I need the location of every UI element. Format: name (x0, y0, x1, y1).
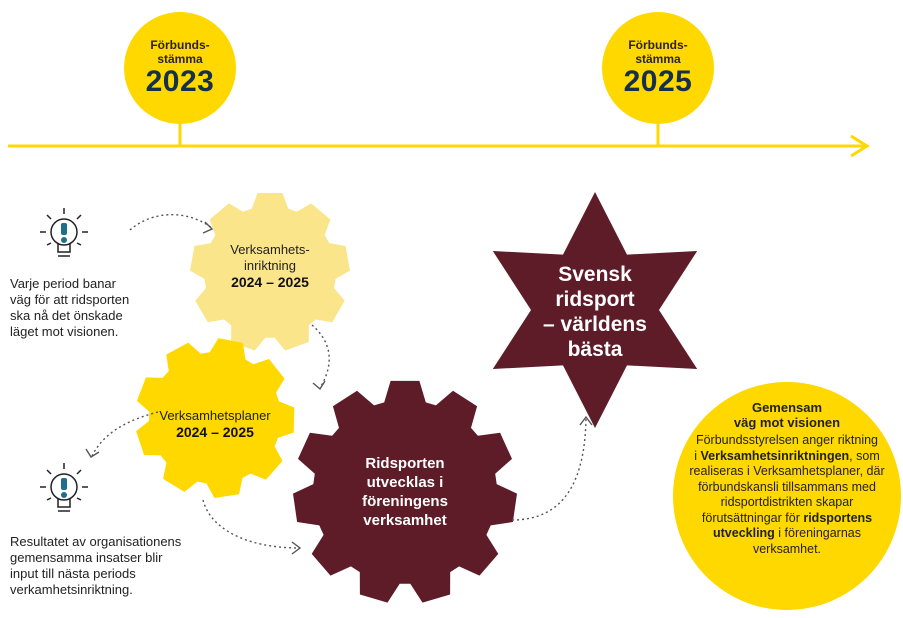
vision-line: förutsättningar för ridsportens (672, 511, 902, 527)
vision-circle (673, 382, 901, 610)
gear-label-line2: inriktning (243, 258, 297, 273)
lightbulb-icon (40, 463, 88, 512)
vision-bold: ridsportens (803, 510, 873, 525)
gear-verksamhetsinriktning (190, 193, 350, 351)
star-line: – världens (543, 313, 647, 336)
milestone-label-line1: Förbunds- (628, 38, 688, 52)
milestone-circle-2023 (124, 12, 236, 124)
vision-star (492, 192, 698, 428)
note-line: gemensamma insatser blir (10, 550, 163, 565)
arrowhead-3 (85, 448, 100, 458)
gear-verksamhetsplaner (136, 338, 295, 498)
star-line: Svensk (558, 263, 632, 286)
gear-ridsporten-text: Ridsporten utvecklas i föreningens verks… (335, 454, 475, 530)
vision-line: verksamhet. (752, 541, 822, 556)
gear-line: Ridsporten (365, 455, 445, 472)
star-line: ridsport (555, 288, 635, 311)
star-text: Svensk ridsport – världens bästa (520, 262, 670, 362)
vision-span: i föreningarnas (774, 526, 861, 540)
vision-bold: Verksamhetsinriktningen (700, 448, 850, 463)
vision-bold: utveckling (713, 526, 775, 540)
milestone-label-line2: stämma (157, 52, 203, 66)
note-line: verkamhetsinriktning. (10, 582, 133, 597)
milestone-year: 2023 (145, 65, 215, 98)
milestone-label-line1: Förbunds- (150, 38, 210, 52)
vision-line: i Verksamhetsinriktningen, som (672, 449, 902, 465)
gear-line: föreningens (362, 493, 448, 510)
arrow-note-to-inriktning (129, 214, 213, 231)
note-line: Varje period banar (10, 276, 116, 291)
note-top: Varje period banar väg för att ridsporte… (10, 276, 180, 340)
arrow-ridsporten-to-star (511, 417, 587, 521)
note-line: väg för att ridsporten (10, 292, 130, 307)
vision-text: Gemensam väg mot visionen Förbundsstyrel… (672, 400, 902, 557)
gear-period: 2024 – 2025 (231, 274, 309, 290)
arrowhead-5 (579, 415, 593, 426)
lightbulb-icon (40, 208, 88, 257)
vision-span: , som (849, 448, 880, 463)
gear-period: 2024 – 2025 (176, 424, 254, 440)
arrowhead-1 (202, 221, 214, 234)
note-line: input till nästa periods (10, 566, 136, 581)
gear-ridsporten (293, 380, 517, 603)
milestone-2025: Förbunds- stämma 2025 (608, 38, 708, 98)
vision-title-line2: väg mot visionen (733, 415, 841, 430)
gear-line: utvecklas i (366, 474, 444, 491)
vision-line: Förbundsstyrelsen anger riktning (695, 433, 879, 447)
gear-inriktning-text: Verksamhets- inriktning 2024 – 2025 (200, 242, 340, 291)
star-line: bästa (567, 338, 623, 361)
milestone-2023: Förbunds- stämma 2023 (130, 38, 230, 98)
note-line: Resultatet av organisationens (10, 534, 182, 549)
milestone-year: 2025 (623, 65, 693, 98)
arrow-inriktning-to-planer (311, 324, 330, 389)
note-line: läget mot visionen. (10, 324, 119, 339)
vision-span: i (694, 448, 701, 463)
arrowhead-2 (312, 380, 326, 391)
gear-line: verksamhet (363, 512, 447, 529)
vision-line: förbundskansli tillsammans med (698, 479, 876, 494)
arrow-planer-to-ridsporten (202, 499, 301, 549)
note-bottom: Resultatet av organisationens gemensamma… (10, 534, 210, 598)
note-line: ska nå det önskade (10, 308, 123, 323)
vision-line: realiseras i Verksamhetsplaner, där (689, 464, 885, 478)
vision-line: utveckling i föreningarnas (672, 526, 902, 542)
gear-label-line1: Verksamhets- (230, 242, 310, 257)
milestone-circle-2025 (602, 12, 714, 124)
gear-label-line1: Verksamhetsplaner (159, 408, 271, 423)
vision-line: ridsportdistrikten skapar (720, 495, 854, 509)
milestone-label-line2: stämma (635, 52, 681, 66)
vision-span: förutsättningar för (701, 510, 804, 525)
arrowhead-4 (291, 541, 302, 555)
vision-title-line1: Gemensam (751, 400, 823, 415)
timeline-arrowhead (850, 134, 870, 158)
gear-planer-text: Verksamhetsplaner 2024 – 2025 (145, 408, 285, 441)
